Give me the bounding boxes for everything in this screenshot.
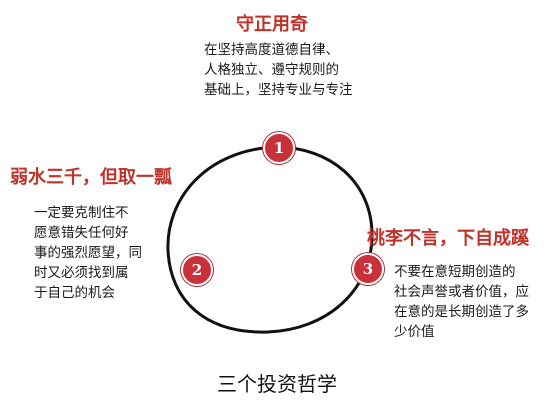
principle-1-badge: 1: [263, 132, 295, 164]
principle-3-line: 不要在意短期创造的: [394, 264, 516, 280]
principle-1-title: 守正用奇: [236, 14, 308, 35]
principle-2-badge: 2: [181, 254, 213, 286]
principle-1-line: 在坚持高度道德自律、: [204, 42, 339, 58]
principle-2-line: 愿意错失任何好: [34, 225, 129, 241]
principle-2-line: 一定要克制住不: [34, 205, 129, 221]
principle-2-text: 一定要克制住不 愿意错失任何好 事的强烈愿望，同 时又必须找到属 于自己的机会: [34, 203, 142, 303]
diagram-caption: 三个投资哲学: [217, 372, 337, 396]
principle-3-badge: 3: [352, 253, 384, 285]
principle-3-title: 桃李不言，下自成蹊: [367, 228, 529, 249]
principle-3-text: 不要在意短期创造的 社会声誉或者价值，应 在意的是长期创造了多 少价值: [394, 262, 529, 342]
principle-3-line: 少价值: [394, 324, 435, 340]
principle-3-line: 社会声誉或者价值，应: [394, 284, 529, 300]
principle-2-title: 弱水三千，但取一瓢: [10, 167, 172, 188]
principle-2-line: 事的强烈愿望，同: [34, 245, 142, 261]
principle-2-line: 于自己的机会: [34, 285, 115, 301]
principle-1-line: 基础上，坚持专业与专注: [204, 82, 353, 98]
principle-1-text: 在坚持高度道德自律、 人格独立、遵守规则的 基础上，坚持专业与专注: [204, 40, 353, 100]
principle-1-line: 人格独立、遵守规则的: [204, 62, 339, 78]
principle-2-line: 时又必须找到属: [34, 265, 129, 281]
principle-3-line: 在意的是长期创造了多: [394, 304, 529, 320]
